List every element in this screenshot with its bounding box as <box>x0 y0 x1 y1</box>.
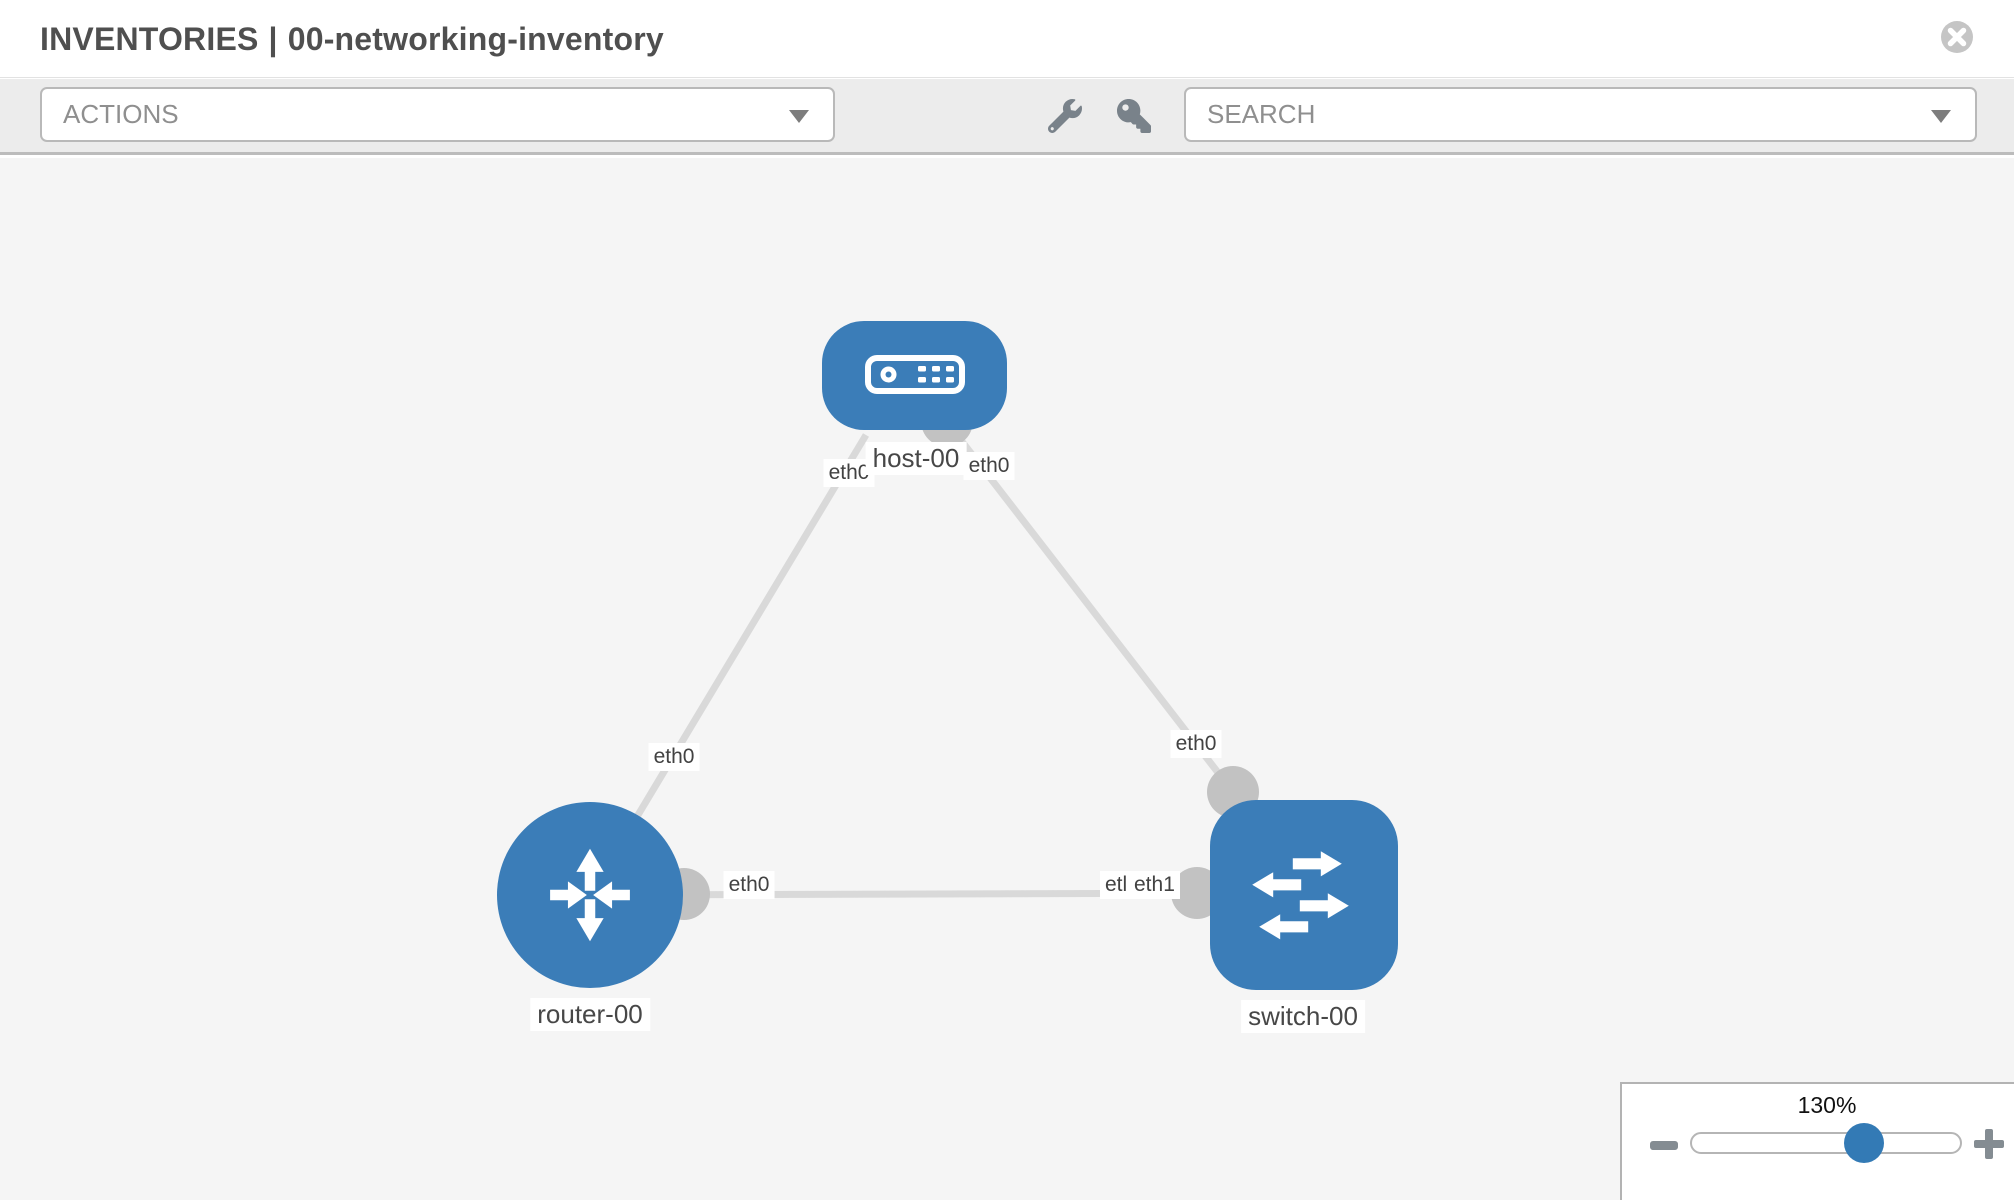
breadcrumb: INVENTORIES|00-networking-inventory <box>40 0 664 78</box>
switch-icon <box>1252 851 1349 940</box>
node-label-host: host-00 <box>865 442 967 475</box>
key-icon[interactable] <box>1117 99 1151 133</box>
actions-dropdown-label: ACTIONS <box>63 99 179 129</box>
toolbar: ACTIONS SEARCH <box>0 79 2014 155</box>
edges <box>586 423 1251 899</box>
node-switch[interactable] <box>1210 800 1398 990</box>
chevron-down-icon <box>789 110 809 123</box>
interface-label-occluded: etl <box>1105 873 1128 896</box>
interface-label-overlap: etl eth1 <box>1100 871 1180 899</box>
node-label-router: router-00 <box>530 998 650 1031</box>
zoom-level: 130% <box>1797 1092 1857 1118</box>
search-dropdown-label: SEARCH <box>1207 99 1316 129</box>
node-router[interactable] <box>497 802 683 988</box>
actions-dropdown[interactable]: ACTIONS <box>40 87 835 142</box>
zoom-control-panel: 130% <box>1620 1082 2014 1200</box>
zoom-slider-handle[interactable] <box>1844 1123 1884 1163</box>
close-icon[interactable] <box>1940 20 1974 54</box>
node-label-switch: switch-00 <box>1241 1000 1365 1033</box>
breadcrumb-inventories-link[interactable]: INVENTORIES <box>40 21 259 57</box>
interface-label: eth0 <box>648 743 700 771</box>
header: INVENTORIES|00-networking-inventory <box>0 0 2014 78</box>
page-title: 00-networking-inventory <box>287 21 664 57</box>
router-icon <box>550 848 630 942</box>
chevron-down-icon <box>1931 110 1951 123</box>
interface-label: eth1 <box>1134 873 1175 896</box>
zoom-out-minus-icon[interactable] <box>1650 1141 1678 1150</box>
wrench-icon[interactable] <box>1048 99 1082 133</box>
search-dropdown[interactable]: SEARCH <box>1184 87 1977 142</box>
interface-label: eth0 <box>723 871 775 899</box>
interface-label: eth0 <box>1170 730 1222 758</box>
interface-label: eth0 <box>963 452 1015 480</box>
zoom-in-plus-icon[interactable] <box>1974 1129 2004 1159</box>
node-host[interactable] <box>822 321 1007 430</box>
zoom-slider-track[interactable] <box>1690 1132 1962 1154</box>
breadcrumb-separator: | <box>268 21 278 57</box>
host-icon <box>865 355 965 394</box>
